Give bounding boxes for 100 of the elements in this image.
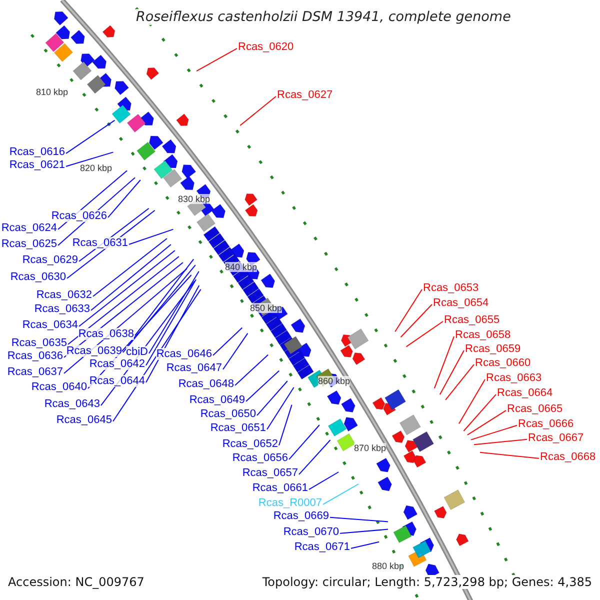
leader-line	[266, 386, 294, 430]
leader-line	[66, 152, 114, 167]
leader-line	[288, 424, 320, 460]
gene-label: Rcas_0638	[78, 328, 134, 340]
leader-line	[234, 354, 269, 386]
gene-label: Rcas_0668	[540, 451, 596, 463]
leader-line	[112, 288, 202, 422]
gene-label: cbiD	[126, 346, 148, 358]
gene-label: Rcas_0663	[486, 372, 542, 384]
gene-label: Rcas_0625	[1, 238, 57, 250]
leader-line	[68, 256, 180, 345]
gene-label: Rcas_0626	[51, 210, 107, 222]
leader-line	[222, 332, 248, 370]
leader-line	[434, 336, 454, 389]
genome-info-text: Topology: circular; Length: 5,723,298 bp; Genes: 4,385	[262, 575, 592, 589]
gene-label: Rcas_0650	[200, 408, 256, 420]
leader-line	[470, 424, 518, 440]
gene-label: Rcas_0636	[7, 350, 63, 362]
leader-line	[240, 96, 276, 126]
gene-label: Rcas_0652	[222, 438, 278, 450]
leader-line	[128, 228, 174, 245]
gene-label: Rcas_0667	[528, 432, 584, 444]
scale-tick-label: 870 kbp	[354, 443, 386, 453]
gene-label: Rcas_0624	[1, 222, 57, 234]
scale-tick-label: 820 kbp	[80, 163, 112, 173]
gene-label: Rcas_0659	[465, 343, 521, 355]
leader-line	[66, 120, 116, 154]
leader-line	[322, 484, 359, 505]
gene-label: Rcas_0646	[156, 348, 212, 360]
gene-label: Rcas_0647	[166, 362, 222, 374]
gene-label: Rcas_0656	[232, 452, 288, 464]
gene-label: Rcas_0621	[9, 159, 65, 171]
gene-label: Rcas_0632	[36, 289, 92, 301]
accession-text: Accession: NC_009767	[8, 575, 144, 589]
leader-line	[406, 320, 444, 348]
gene-label: Rcas_0649	[189, 394, 245, 406]
leader-line	[278, 404, 292, 446]
leader-line	[108, 180, 141, 218]
leader-line	[146, 279, 196, 366]
gene-label: Rcas_0653	[423, 282, 479, 294]
leader-line	[246, 370, 280, 402]
scale-tick-label: 810 kbp	[36, 87, 68, 97]
leader-line	[212, 327, 243, 356]
leader-line	[350, 541, 380, 549]
leader-line	[92, 238, 168, 297]
gene-label: Rcas_0627	[277, 89, 333, 101]
gene-label: Rcas_0633	[34, 303, 90, 315]
map-title: Roseiflexus castenholzii DSM 13941, complete genome	[136, 9, 511, 25]
scale-tick-label: 850 kbp	[250, 303, 282, 313]
gene-label: Rcas_0661	[252, 482, 308, 494]
scale-tick-label: 880 kbp	[372, 561, 404, 571]
leader-line	[445, 364, 474, 400]
leader-line	[463, 394, 496, 432]
leader-line	[394, 288, 422, 332]
leader-line	[148, 270, 200, 354]
leader-line	[256, 380, 288, 416]
gene-label: Rcas_0642	[89, 358, 145, 370]
leader-line	[78, 250, 176, 327]
gene-label: Rcas_0629	[22, 254, 78, 266]
gene-label: Rcas_0620	[238, 41, 294, 53]
gene-label: Rcas_0644	[89, 375, 145, 387]
leader-line	[466, 410, 506, 436]
leader-line	[90, 244, 172, 311]
leader-line	[330, 516, 388, 522]
gene-label: Rcas_0660	[475, 357, 531, 369]
gene-label: Rcas_0665	[507, 403, 563, 415]
scale-tick-label: 830 kbp	[178, 194, 210, 204]
leader-line	[480, 452, 540, 459]
gene-label: Rcas_0658	[455, 329, 511, 341]
gene-label: Rcas_0670	[283, 526, 339, 538]
gene-label: Rcas_0637	[7, 366, 63, 378]
gene-label: Rcas_0655	[444, 314, 500, 326]
gene-label: Rcas_0616	[9, 146, 65, 158]
gene-label: Rcas_0640	[31, 381, 87, 393]
leader-line	[122, 264, 196, 353]
scale-tick-label: 840 kbp	[225, 262, 258, 272]
leader-line	[458, 378, 486, 424]
leader-line	[340, 528, 388, 534]
leader-line	[196, 48, 238, 72]
leader-line	[400, 304, 432, 338]
gene-label: Rcas_0631	[72, 237, 128, 249]
leader-line	[298, 440, 331, 475]
gene-label: Rcas_0639	[66, 345, 122, 357]
gene-label: Rcas_0634	[22, 319, 78, 331]
gene-label: Rcas_0669	[273, 510, 329, 522]
scale-tick-label: 860 kbp	[318, 376, 350, 386]
gene-label: Rcas_0643	[44, 398, 100, 410]
gene-label: Rcas_0645	[56, 414, 112, 426]
leader-line	[439, 350, 464, 395]
gene-label: Rcas_0666	[518, 418, 574, 430]
gene-label: Rcas_0630	[10, 271, 66, 283]
leader-line	[308, 472, 340, 490]
gene-label: Rcas_0648	[178, 378, 234, 390]
gene-label: Rcas_0651	[210, 422, 266, 434]
gene-label: Rcas_0657	[242, 467, 298, 479]
gene-label: Rcas_0664	[497, 387, 553, 399]
gene-label: Rcas_0635	[11, 337, 67, 349]
leader-line	[134, 258, 194, 336]
gene-label: Rcas_0671	[294, 541, 350, 553]
leader-line	[474, 438, 528, 446]
